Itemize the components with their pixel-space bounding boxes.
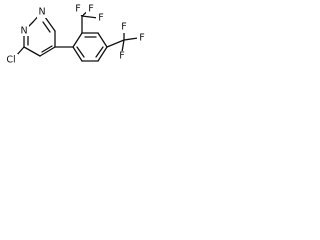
bond-b4-b5 (97, 46, 108, 62)
bond-b4-cf3right (106, 39, 125, 48)
bond-cf3top-f3 (81, 15, 99, 19)
benzene-inner-2 (95, 46, 104, 58)
bond-c5-c6 (39, 46, 56, 57)
benzene-inner-3 (76, 46, 85, 58)
atom-f-top-1: F (75, 4, 80, 15)
atom-f-right-2: F (139, 33, 144, 44)
bond-cf3right-f3 (121, 39, 125, 53)
atom-n-bottom: N (20, 26, 27, 37)
structure-canvas: N N Cl F F F F F F (0, 0, 155, 99)
bond-b1-b2 (72, 32, 83, 48)
bond-b3-b4 (97, 32, 108, 48)
atom-labels: N N Cl F F F F F F (4, 4, 147, 66)
bond-c4-c5 (23, 46, 41, 57)
atom-f-right-3: F (119, 51, 124, 62)
atom-f-right-1: F (121, 22, 126, 33)
bond-n1-c2-top (44, 16, 56, 32)
atom-f-top-3: F (98, 13, 103, 24)
inner-double-2 (41, 45, 53, 53)
bond-b6-b1 (72, 46, 83, 62)
atom-cl: Cl (6, 55, 15, 66)
molecule-drawing: N N Cl F F F F F F (4, 4, 147, 66)
bond-cf3right-f2 (123, 37, 139, 41)
inner-double-3 (42, 21, 51, 33)
benzene-ring (72, 32, 108, 62)
atom-f-top-2: F (88, 4, 93, 15)
atom-n-top: N (38, 7, 45, 18)
